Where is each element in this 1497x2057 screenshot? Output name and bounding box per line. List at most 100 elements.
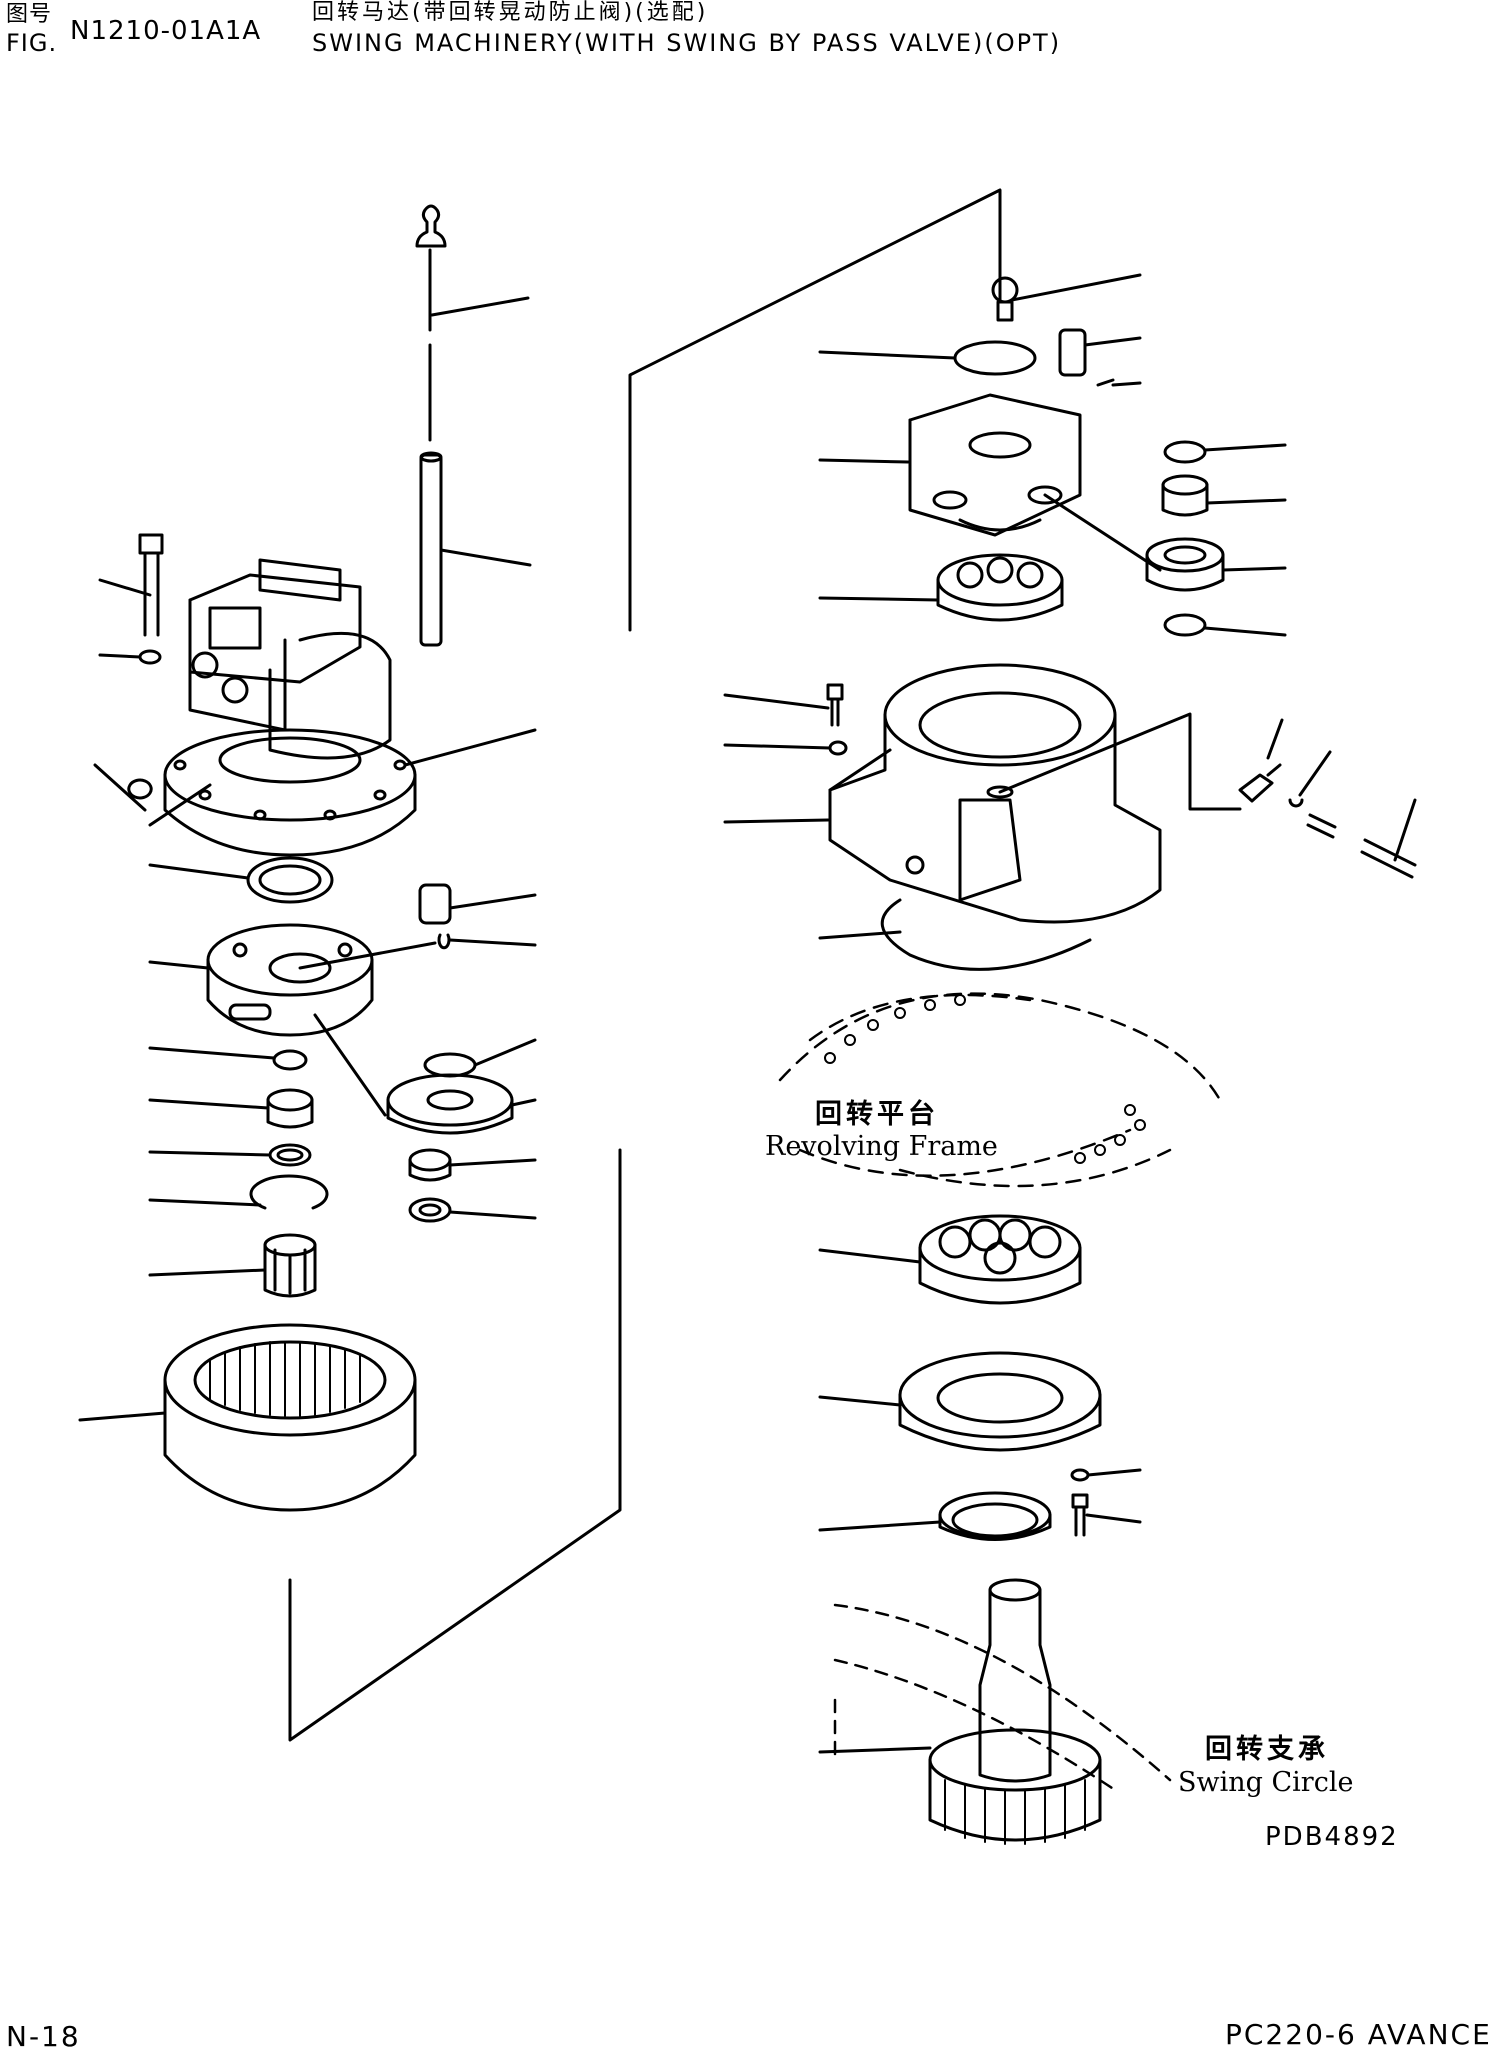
leader-line <box>448 1210 537 1220</box>
o-ring-part <box>880 898 1092 971</box>
leader-line <box>148 1046 276 1060</box>
figure-title: SWING MACHINERY(WITH SWING BY PASS VALVE… <box>312 29 1062 57</box>
leader-line <box>818 458 910 464</box>
dipstick-part <box>415 204 447 442</box>
leader-line <box>448 893 537 910</box>
page-number: N-18 <box>6 2020 81 2053</box>
washer-part <box>1163 440 1207 464</box>
retainer-part <box>898 1351 1102 1452</box>
leader-line <box>1221 566 1287 572</box>
figure-number: N1210-01A1A <box>70 16 262 46</box>
leader-line <box>313 1013 387 1117</box>
leader-line <box>148 960 210 970</box>
assembly-line <box>628 188 1002 632</box>
leader-line <box>148 1268 267 1277</box>
swing-circle-label-cn: 回转支承 <box>1205 1734 1329 1765</box>
pin-part <box>1058 328 1087 377</box>
leader-line <box>148 1150 272 1157</box>
leader-line <box>1203 443 1287 452</box>
roller-bearing-part <box>936 553 1064 622</box>
ring-gear-part <box>163 1323 417 1512</box>
leader-line <box>1083 336 1142 347</box>
machinery-case-part <box>828 663 1162 924</box>
bearing-part <box>266 1088 314 1129</box>
leader-line <box>78 1411 167 1422</box>
leader-line <box>439 548 532 567</box>
bolt-small-part <box>1096 378 1115 387</box>
assembly-line <box>288 1148 622 1742</box>
frame-bolt-holes <box>824 994 1146 1164</box>
oil-seal-part <box>246 856 334 904</box>
leader-line <box>1010 273 1142 302</box>
leader-line <box>818 1520 942 1532</box>
leader-line <box>1266 718 1284 760</box>
washer-part <box>272 1049 308 1071</box>
leader-line <box>448 1158 537 1167</box>
leader-line <box>1298 750 1332 797</box>
leader-line <box>1086 1468 1142 1477</box>
revolving-frame-outline <box>778 992 1222 1188</box>
revolving-frame-label-cn: 回转平台 <box>815 1099 939 1130</box>
washer-part <box>1163 613 1207 637</box>
leader-line <box>723 743 832 750</box>
bolt-part <box>1071 1493 1089 1537</box>
model-name: PC220-6 AVANCE <box>1225 2018 1492 2051</box>
leader-line <box>818 930 902 940</box>
shaft-part <box>419 451 443 647</box>
leader-line <box>298 941 437 970</box>
sensor-part <box>1238 763 1282 803</box>
pinion-shaft-part <box>928 1578 1102 1845</box>
leader-line <box>98 653 142 659</box>
revolving-frame-label: Revolving Frame <box>765 1131 998 1162</box>
spherical-bearing-part <box>918 1214 1082 1305</box>
leader-line <box>1111 381 1142 387</box>
leader-line <box>723 818 830 824</box>
leader-line <box>818 1746 932 1754</box>
bolt-part <box>826 683 844 727</box>
leader-line <box>818 596 940 602</box>
leader-line <box>1205 498 1287 505</box>
carrier-housing-part <box>908 393 1082 537</box>
bushing-part <box>1161 474 1209 517</box>
figure-title-cn: 回转马达(带回转晃动防止阀)(选配) <box>312 0 709 25</box>
gear-part <box>386 1052 514 1135</box>
leader-line <box>98 578 152 597</box>
leader-line <box>148 1198 262 1207</box>
leader-line <box>818 350 957 360</box>
cover-plate-part <box>953 340 1037 376</box>
drawing-code: PDB4892 <box>1265 1822 1399 1852</box>
breather-part <box>991 276 1019 322</box>
snap-ring-part <box>249 1174 329 1210</box>
needle-bearing-part <box>263 1233 317 1298</box>
leader-line <box>148 783 212 827</box>
figure-label-cn: 图号 <box>6 2 53 27</box>
bearing-small-part <box>408 1148 452 1182</box>
pin-part <box>418 883 452 950</box>
leader-line <box>1085 1513 1142 1524</box>
bearing-small-part <box>1145 537 1225 592</box>
leader-line <box>448 938 537 947</box>
leader-line <box>818 1395 902 1407</box>
leader-line <box>510 1098 537 1107</box>
swing-motor-part <box>138 533 417 857</box>
leader-line <box>148 863 250 880</box>
leader-line <box>473 1038 537 1067</box>
nut-part <box>1288 798 1304 808</box>
leader-line <box>403 728 537 767</box>
plug-part <box>127 778 153 800</box>
swing-circle-outline <box>833 1603 1172 1792</box>
shaft-pin-part <box>1306 813 1417 879</box>
washer-part <box>408 1197 452 1223</box>
washer-part <box>828 740 848 756</box>
leader-line <box>148 1098 270 1110</box>
carrier-plate-part <box>206 923 374 1037</box>
figure-label: FIG. <box>6 29 58 57</box>
leader-line <box>1393 798 1417 862</box>
leader-line <box>93 763 147 812</box>
swing-circle-label: Swing Circle <box>1178 1767 1354 1798</box>
leader-line <box>1043 493 1162 572</box>
leader-line <box>1203 626 1287 637</box>
lower-oil-seal-part <box>938 1491 1052 1541</box>
assembly-line <box>998 712 1242 811</box>
